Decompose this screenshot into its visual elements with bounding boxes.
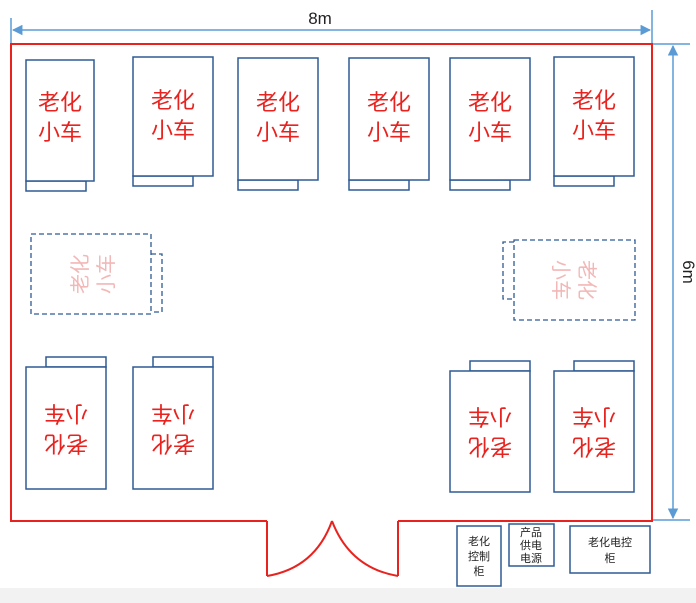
cart-label: 老化 <box>68 254 92 294</box>
aging-electric-control-cabinet[interactable]: 老化电控 柜 <box>569 525 651 574</box>
cabinet-label: 柜 <box>474 565 485 578</box>
cabinet-label: 柜 <box>605 552 616 565</box>
bottom-cart-row: 老化 小车 老化 小车 老化 小车 老化 小车 <box>25 356 635 493</box>
cart-bottom-2[interactable]: 老化 小车 <box>132 356 214 490</box>
cabinet-label: 产品 <box>520 525 542 539</box>
cart-label: 老化 <box>44 430 88 455</box>
cabinets: 老化 控制 柜 产品 供电 电源 老化电控 柜 <box>456 523 651 587</box>
bottom-shade <box>0 588 696 603</box>
cart-top-2[interactable]: 老化 小车 <box>132 56 214 187</box>
cart-label: 小车 <box>549 260 573 300</box>
cart-top-6[interactable]: 老化 小车 <box>553 56 635 187</box>
cart-label: 老化 <box>575 260 599 300</box>
cabinet-label: 老化 <box>468 534 490 548</box>
cart-label: 老化 <box>151 89 195 114</box>
cart-label: 老化 <box>38 91 82 116</box>
middle-cart-row: 老化 小车 老化 小车 <box>30 233 636 321</box>
cabinet-label: 控制 <box>468 549 490 563</box>
cart-label: 小车 <box>151 400 195 425</box>
cart-label: 小车 <box>94 254 118 294</box>
cart-label: 小车 <box>468 403 512 428</box>
double-door <box>266 520 399 577</box>
aging-control-cabinet[interactable]: 老化 控制 柜 <box>456 525 502 587</box>
cart-label: 小车 <box>44 400 88 425</box>
cart-label: 老化 <box>468 433 512 458</box>
cart-label: 小车 <box>151 119 195 144</box>
cart-label: 老化 <box>468 91 512 116</box>
room-walls <box>10 43 653 522</box>
cart-label: 老化 <box>151 430 195 455</box>
cabinet-label: 供电 <box>520 538 542 552</box>
width-dimension: 8m <box>10 9 653 44</box>
cart-bottom-3[interactable]: 老化 小车 <box>449 360 531 493</box>
cart-label: 老化 <box>572 89 616 114</box>
product-power-cabinet[interactable]: 产品 供电 电源 <box>508 523 555 567</box>
cart-label: 小车 <box>572 119 616 144</box>
cart-top-1[interactable]: 老化 小车 <box>25 59 95 192</box>
cart-label: 小车 <box>572 403 616 428</box>
cart-top-5[interactable]: 老化 小车 <box>449 57 531 191</box>
cart-middle-left[interactable]: 老化 小车 <box>30 233 163 315</box>
cart-top-3[interactable]: 老化 小车 <box>237 57 319 191</box>
top-cart-row: 老化 小车 老化 小车 老化 小车 老化 小车 老化 小车 <box>25 56 635 192</box>
cart-label: 小车 <box>468 121 512 146</box>
cart-label: 老化 <box>256 91 300 116</box>
cart-label: 小车 <box>38 121 82 146</box>
width-label: 8m <box>308 9 332 28</box>
cart-label: 老化 <box>572 433 616 458</box>
height-label: 6m <box>679 260 696 284</box>
cart-bottom-1[interactable]: 老化 小车 <box>25 356 107 490</box>
cabinet-label: 电源 <box>520 551 542 565</box>
cart-middle-right[interactable]: 老化 小车 <box>502 239 636 321</box>
cart-bottom-4[interactable]: 老化 小车 <box>553 360 635 493</box>
cart-label: 老化 <box>367 91 411 116</box>
cart-top-4[interactable]: 老化 小车 <box>348 57 430 191</box>
cart-label: 小车 <box>256 121 300 146</box>
cart-label: 小车 <box>367 121 411 146</box>
height-dimension: 6m <box>652 43 696 521</box>
cabinet-label: 老化电控 <box>588 535 632 549</box>
